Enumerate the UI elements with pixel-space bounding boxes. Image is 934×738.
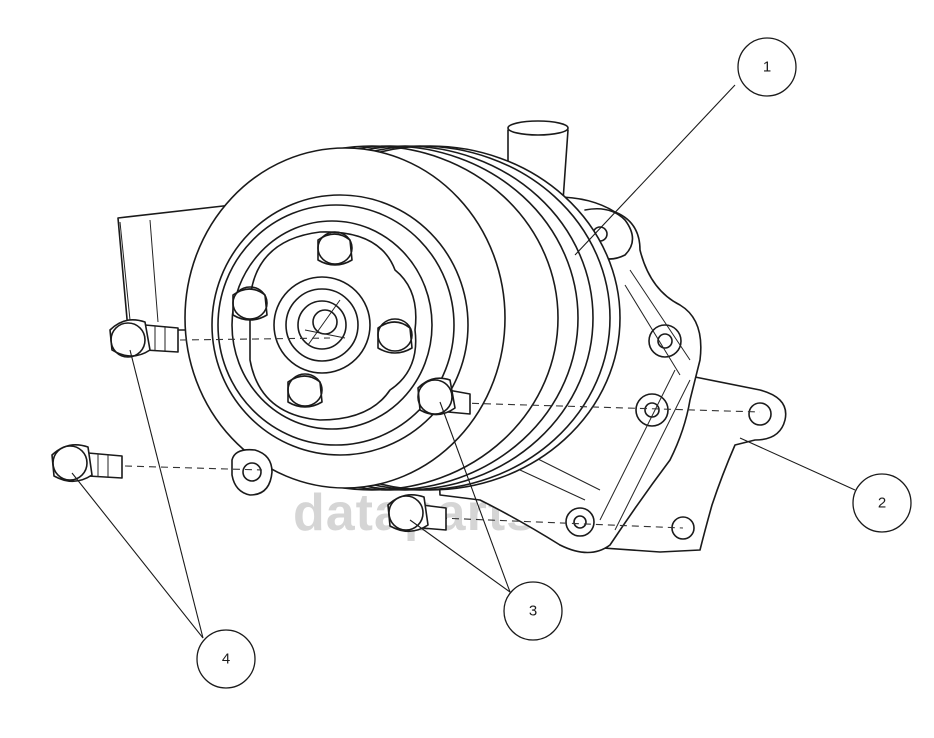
hub-bolt — [232, 286, 268, 321]
hub-bolt — [287, 373, 323, 408]
callout-2: 2 — [852, 473, 912, 533]
pulley-face — [184, 147, 506, 489]
hub-bolt — [317, 231, 353, 266]
callout-1: 1 — [737, 37, 797, 97]
callout-2-label: 2 — [878, 495, 886, 512]
lower-left-ear — [231, 448, 273, 496]
callout-1-label: 1 — [763, 59, 771, 76]
callout-3-label: 3 — [529, 603, 537, 620]
hub-bolt — [377, 318, 413, 354]
assembly-lines — [124, 337, 761, 529]
callout-4-label: 4 — [222, 651, 230, 668]
callout-3: 3 — [503, 581, 563, 641]
callout-4: 4 — [196, 629, 256, 689]
bolt-4-upper — [109, 319, 179, 358]
bolt-3-lower — [387, 494, 447, 533]
bolt-3-upper — [417, 377, 471, 416]
hub-bolts — [232, 231, 413, 408]
bolt-4-lower — [51, 444, 123, 483]
leader-lines — [71, 84, 856, 639]
